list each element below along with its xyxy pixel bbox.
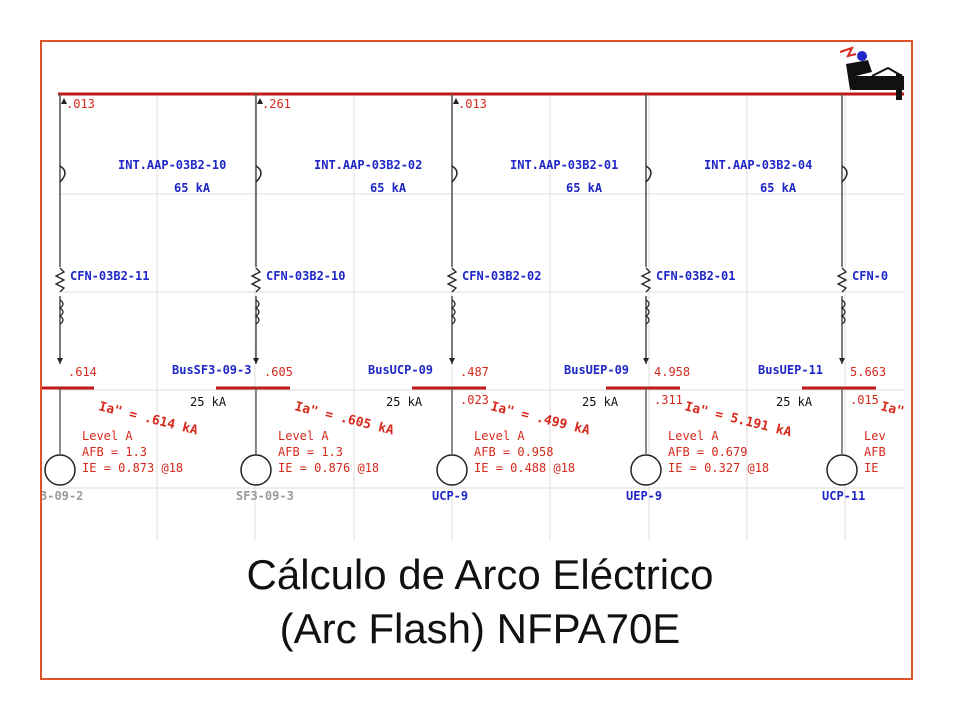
load-symbol [436,454,468,486]
coil-symbol [58,299,64,325]
caption-subtitle: (Arc Flash) NFPA70E [279,605,681,652]
afb-value: AFB = 0.679 [668,445,747,459]
load-symbol [826,454,858,486]
breaker-symbol [255,165,262,183]
coil-symbol [840,299,846,325]
bus-current-value: .015 [850,393,879,407]
fuse-label: CFN-03B2-11 [70,269,149,283]
fuse-label: CFN-03B2-01 [656,269,735,283]
load-symbol [240,454,272,486]
hazard-level: Level A [278,429,329,443]
fuse-label: CFN-03B2-10 [266,269,345,283]
breaker-symbol [841,165,848,183]
coil-symbol [450,299,456,325]
top-current-value: .013 [66,97,95,111]
incident-energy-value: IE = 0.876 @18 [278,461,379,475]
bus-rating: 25 kA [190,395,227,409]
arrow-up-icon [61,98,67,104]
bus-current-value: .487 [460,365,489,379]
incident-energy-value: IE = 0.488 @18 [474,461,575,475]
feeder-column [606,94,680,486]
bus-name: BusSF3-09-3 [172,363,251,377]
feeder-column [802,94,876,486]
diagram-wires [42,92,904,486]
top-current-value: .013 [458,97,487,111]
bus-current-value: 5.663 [850,365,886,379]
top-current-value: .261 [262,97,291,111]
afb-value: AFB = 1.3 [278,445,343,459]
afb-value: AFB = 0.958 [474,445,553,459]
bus-rating: 25 kA [776,395,813,409]
breaker-name: INT.AAP-03B2-02 [314,158,422,172]
breaker-rating: 65 kA [760,181,797,195]
coil-symbol [644,299,650,325]
coil-symbol [254,299,260,325]
electrician-logo-icon [839,46,904,100]
breaker-rating: 65 kA [370,181,407,195]
hazard-level: Level A [474,429,525,443]
load-label: SF3-09-3 [236,489,294,503]
bus-current-value: .311 [654,393,683,407]
hazard-level: Level A [82,429,133,443]
load-symbol [44,454,76,486]
breaker-symbol [59,165,66,183]
bus-current-value: .614 [68,365,97,379]
incident-energy-value: IE = 0.327 @18 [668,461,769,475]
incident-energy-value: IE = 0.873 @18 [82,461,183,475]
load-label: UEP-9 [626,489,662,503]
bus-current-value: .023 [460,393,489,407]
breaker-name: INT.AAP-03B2-10 [118,158,226,172]
breaker-symbol [451,165,458,183]
breaker-name: INT.AAP-03B2-01 [510,158,618,172]
feeder-column [412,94,486,486]
breaker-name: INT.AAP-03B2-04 [704,158,812,172]
load-label: 3-09-2 [42,489,83,503]
load-label: UCP-11 [822,489,865,503]
bus-name: BusUCP-09 [368,363,433,377]
fuse-label: CFN-03B2-02 [462,269,541,283]
bus-rating: 25 kA [386,395,423,409]
hazard-level: Lev [864,429,886,443]
bus-current-value: 4.958 [654,365,690,379]
hazard-level: Level A [668,429,719,443]
breaker-rating: 65 kA [174,181,211,195]
afb-value: AFB = 1.3 [82,445,147,459]
slide-caption: Cálculo de Arco Eléctrico (Arc Flash) NF… [0,548,960,656]
feeder-column [216,94,290,486]
fuse-symbol [640,267,652,293]
caption-title: Cálculo de Arco Eléctrico [246,551,714,598]
arrow-up-icon [257,98,263,104]
bus-name: BusUEP-11 [758,363,823,377]
fuse-symbol [446,267,458,293]
incident-energy-value: IE [864,461,878,475]
bus-current-value: .605 [264,365,293,379]
breaker-rating: 65 kA [566,181,603,195]
load-label: UCP-9 [432,489,468,503]
fuse-symbol [250,267,262,293]
breaker-symbol [645,165,652,183]
arc-current-label: Ia" = [879,399,911,423]
arrow-up-icon [453,98,459,104]
afb-value: AFB [864,445,886,459]
fuse-label: CFN-0 [852,269,888,283]
feeder-column [42,94,94,486]
bus-name: BusUEP-09 [564,363,629,377]
fuse-symbol [54,267,66,293]
fuse-symbol [836,267,848,293]
bus-rating: 25 kA [582,395,619,409]
load-symbol [630,454,662,486]
